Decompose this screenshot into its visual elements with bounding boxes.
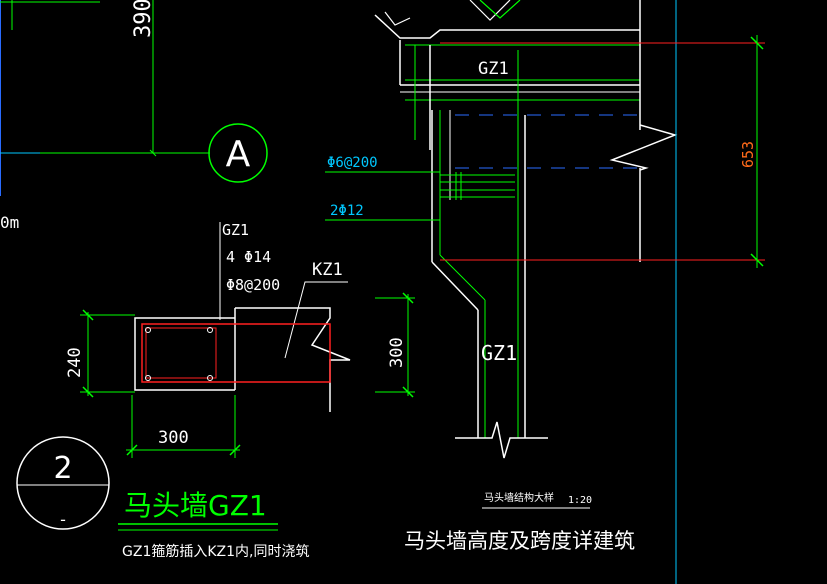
axis-bubble bbox=[208, 123, 268, 183]
stirrup-inner bbox=[145, 327, 217, 379]
gz1-section: GZ1 4 Φ14 Φ8@200 KZ1 240 300 bbox=[65, 221, 415, 458]
rebar-phi6-label: Φ6@200 bbox=[327, 155, 378, 171]
dim-240-label: 240 bbox=[65, 347, 85, 378]
dim-300-tick-left bbox=[126, 444, 138, 456]
gz1-mid-label: GZ1 bbox=[481, 341, 517, 365]
axis-a-detail: A 390 0m bbox=[0, 0, 268, 232]
coping-top bbox=[469, 0, 511, 21]
dim-653-tick-top bbox=[750, 36, 764, 50]
coping-tip bbox=[384, 11, 411, 26]
section-4phi14-label: 4 Φ14 bbox=[226, 248, 271, 266]
dim-240-tick-top bbox=[82, 309, 94, 321]
gz1-top-label: GZ1 bbox=[478, 59, 509, 79]
detail-title-block: 2 - 马头墙GZ1 GZ1箍筋插入KZ1内,同时浇筑 马头墙结构大样 1:20… bbox=[16, 436, 635, 560]
drawing-title-small: 马头墙结构大样 bbox=[484, 491, 554, 504]
section-note: GZ1箍筋插入KZ1内,同时浇筑 bbox=[122, 543, 309, 560]
section-gz1-label: GZ1 bbox=[222, 221, 249, 239]
column-rebar-slope bbox=[439, 254, 486, 301]
break-line-right bbox=[609, 124, 678, 171]
dim-300-tick-right bbox=[229, 444, 241, 456]
column-slope-left bbox=[431, 261, 479, 311]
dim-300v-tick-top bbox=[402, 292, 414, 304]
axis-bubble-label: A bbox=[226, 134, 251, 175]
coping-top-green bbox=[479, 0, 521, 19]
dim-653-label: 653 bbox=[739, 141, 757, 168]
break-line-bottom bbox=[455, 421, 548, 459]
rebar-2phi12-label: 2Φ12 bbox=[330, 203, 364, 219]
drawing-scale: 1:20 bbox=[568, 495, 592, 506]
coping-outline bbox=[374, 14, 640, 39]
rebar-dot-3 bbox=[145, 375, 151, 381]
section-phi8-label: Φ8@200 bbox=[226, 276, 280, 294]
stirrup bbox=[141, 323, 331, 383]
kz1-leader bbox=[284, 281, 348, 359]
dim-300-h-label: 300 bbox=[158, 428, 189, 448]
detail-number: 2 bbox=[53, 451, 72, 486]
detail-bubble bbox=[16, 436, 110, 530]
unit-fragment: 0m bbox=[0, 213, 19, 232]
rebar-dot-2 bbox=[207, 327, 213, 333]
section-title: 马头墙GZ1 bbox=[124, 489, 267, 522]
gz1-outline bbox=[134, 317, 235, 391]
dim-390-label: 390 bbox=[131, 0, 156, 38]
rebar-dot-1 bbox=[145, 327, 151, 333]
detail-sheet: - bbox=[60, 510, 66, 529]
elevation-detail: Φ6@200 2Φ12 653 GZ1 GZ1 bbox=[325, 0, 765, 584]
dim-300-v-label: 300 bbox=[387, 337, 407, 368]
dim-653-tick-bottom bbox=[750, 253, 764, 267]
dim-240-tick-bottom bbox=[82, 386, 94, 398]
dim-300v-tick-bottom bbox=[402, 386, 414, 398]
rebar-dot-4 bbox=[207, 375, 213, 381]
drawing-title-large: 马头墙高度及跨度详建筑 bbox=[404, 529, 635, 553]
section-kz1-label: KZ1 bbox=[312, 260, 343, 280]
